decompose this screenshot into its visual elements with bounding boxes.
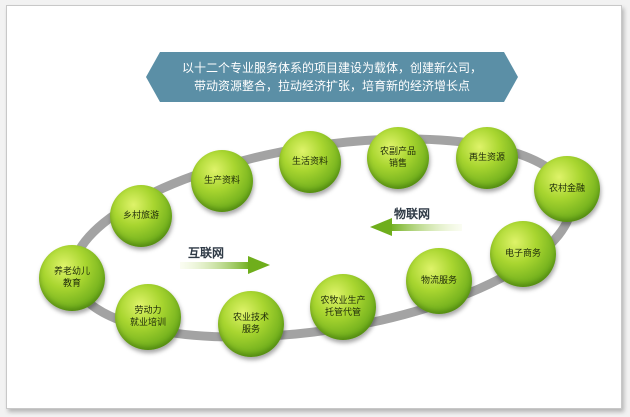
node-elderly-education: 养老幼儿 教育 bbox=[39, 245, 105, 311]
iot-arrow bbox=[370, 218, 462, 236]
node-rural-finance: 农村金融 bbox=[534, 156, 600, 222]
node-agri-sales: 农副产品 销售 bbox=[367, 127, 429, 189]
internet-arrow bbox=[180, 256, 270, 274]
iot-label: 物联网 bbox=[394, 207, 431, 221]
banner-line-1: 以十二个专业服务体系的项目建设为载体，创建新公司， bbox=[181, 61, 482, 75]
node-farming-trust: 农牧业生产 托管代管 bbox=[310, 274, 376, 340]
node-logistics: 物流服务 bbox=[406, 248, 472, 314]
banner: 以十二个专业服务体系的项目建设为载体，创建新公司， 带动资源整合，拉动经济扩张，… bbox=[148, 52, 516, 102]
node-labor-training: 劳动力 就业培训 bbox=[115, 284, 181, 350]
banner-line-2: 带动资源整合，拉动经济扩张，培育新的经济增长点 bbox=[193, 79, 470, 93]
internet-label: 互联网 bbox=[188, 246, 225, 260]
node-production-materials: 生产资料 bbox=[191, 150, 253, 212]
node-renewable-resources: 再生资源 bbox=[456, 127, 518, 189]
banner-shape bbox=[146, 52, 518, 102]
node-agri-tech: 农业技术 服务 bbox=[218, 291, 284, 357]
node-rural-tourism: 乡村旅游 bbox=[110, 185, 172, 247]
node-living-materials: 生活资料 bbox=[279, 131, 341, 193]
node-ecommerce: 电子商务 bbox=[490, 221, 556, 287]
